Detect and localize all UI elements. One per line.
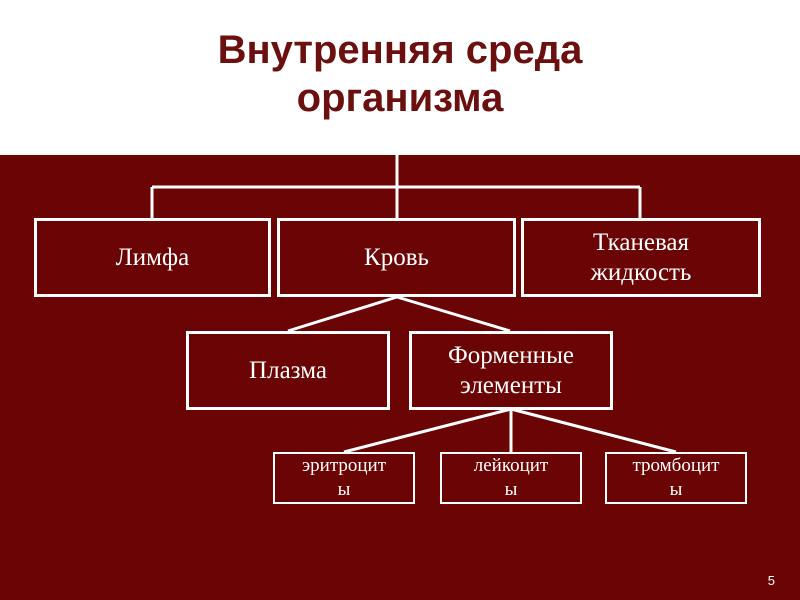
tissue-fluid-label-line-2: жидкость bbox=[590, 258, 692, 286]
title-line-1: Внутренняя среда bbox=[217, 28, 583, 72]
diagram-panel bbox=[0, 155, 800, 600]
blood-to-plasma-line bbox=[287, 295, 398, 333]
formed-to-thrombocytes-line bbox=[510, 407, 677, 454]
erythrocytes-label-line-2: ы bbox=[337, 479, 351, 500]
leukocytes-box: лейкоцит ы bbox=[440, 452, 582, 504]
slide-title: Внутренняя среда организма bbox=[0, 26, 800, 122]
thrombocytes-box: тромбоцит ы bbox=[605, 452, 747, 504]
title-line-2: организма bbox=[296, 76, 504, 120]
blood-label: Кровь bbox=[364, 243, 429, 271]
tissue-fluid-label-line-1: Тканевая bbox=[592, 228, 690, 256]
formed-elements-label-line-2: элементы bbox=[460, 371, 562, 399]
formed-elements-label-line-1: Форменные bbox=[448, 341, 574, 369]
lymph-label: Лимфа bbox=[115, 243, 190, 271]
formed-elements-box: Форменные элементы bbox=[409, 331, 613, 410]
thrombocytes-label-line-2: ы bbox=[669, 479, 683, 500]
leukocytes-label-line-2: ы bbox=[504, 479, 518, 500]
lymph-box: Лимфа bbox=[34, 218, 271, 297]
plasma-box: Плазма bbox=[186, 331, 390, 410]
leukocytes-label-line-1: лейкоцит bbox=[473, 455, 549, 476]
plasma-label: Плазма bbox=[249, 356, 327, 384]
blood-box: Кровь bbox=[277, 218, 516, 297]
thrombocytes-label-line-1: тромбоцит bbox=[632, 455, 720, 476]
page-number: 5 bbox=[767, 573, 775, 588]
erythrocytes-label-line-1: эритроцит bbox=[302, 455, 386, 476]
blood-to-formed-line bbox=[396, 295, 511, 333]
tissue-fluid-box: Тканевая жидкость bbox=[521, 218, 761, 297]
formed-to-erythrocytes-line bbox=[343, 407, 512, 454]
erythrocytes-box: эритроцит ы bbox=[273, 452, 415, 504]
